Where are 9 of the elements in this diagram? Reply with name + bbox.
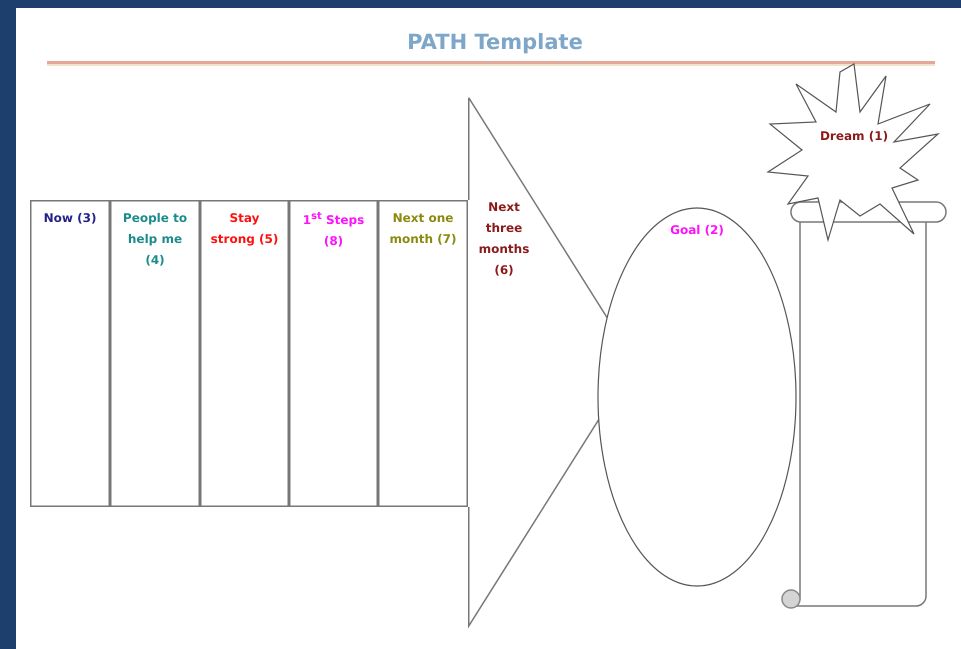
node-label: Goal (2) — [669, 222, 725, 239]
title: PATH Template — [406, 29, 584, 56]
node-label: Next one month (7) — [388, 210, 458, 248]
node-label: Now (3) — [42, 210, 98, 227]
node-label: Stay strong (5) — [210, 210, 280, 248]
node-label: Next three months (6) — [478, 199, 530, 279]
node-label: Dream (1) — [818, 128, 890, 145]
node-label: People to help me (4) — [122, 210, 188, 269]
node-label: 1$^{st}$ Steps (8) — [302, 210, 366, 250]
